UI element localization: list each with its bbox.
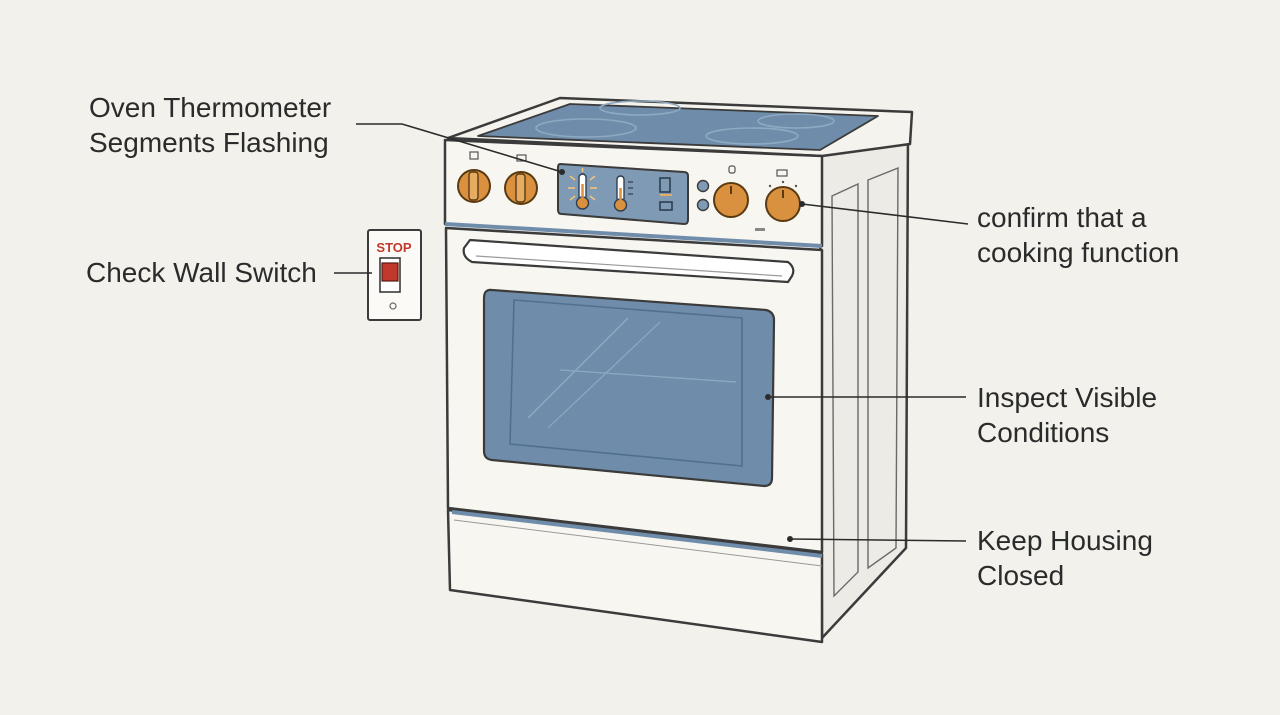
cooking-function-knob[interactable] bbox=[765, 186, 801, 222]
flashing-thermometer-icon bbox=[568, 168, 597, 210]
storage-drawer bbox=[446, 508, 824, 644]
callout-line: Oven Thermometer bbox=[89, 92, 332, 123]
callout-cooking-function: confirm that a cooking function bbox=[977, 200, 1179, 270]
thermometer-display bbox=[557, 162, 689, 226]
burner-back-left bbox=[599, 100, 681, 116]
stop-label: STOP bbox=[376, 240, 411, 255]
wall-switch[interactable]: STOP bbox=[367, 229, 422, 321]
knob-left-1[interactable] bbox=[457, 169, 491, 203]
callout-line: Check Wall Switch bbox=[86, 257, 317, 288]
knob-scale-label bbox=[755, 228, 765, 231]
callout-line: Inspect Visible bbox=[977, 382, 1158, 413]
callout-line: Keep Housing bbox=[977, 525, 1153, 556]
callout-oven-thermometer: Oven Thermometer Segments Flashing bbox=[89, 90, 331, 160]
callout-line: cooking function bbox=[977, 237, 1180, 268]
burner-back-right bbox=[757, 113, 835, 129]
callout-line: Segments Flashing bbox=[89, 127, 329, 158]
callout-line: Conditions bbox=[977, 417, 1110, 448]
callout-line: confirm that a bbox=[977, 202, 1147, 233]
mode-indicator-icon bbox=[776, 169, 788, 177]
burner-front-right bbox=[705, 127, 799, 145]
callout-wall-switch: Check Wall Switch bbox=[86, 255, 317, 290]
leader-housing bbox=[789, 538, 967, 542]
oven-function-knob[interactable] bbox=[713, 182, 749, 218]
thermometer-icon bbox=[613, 175, 633, 212]
leader-dots bbox=[559, 169, 805, 542]
burner-front-left bbox=[535, 118, 637, 138]
panel-button-lower[interactable] bbox=[696, 198, 710, 212]
callout-line: Closed bbox=[977, 560, 1065, 591]
oven-window bbox=[482, 288, 776, 488]
leader-oven-thermometer bbox=[356, 123, 563, 173]
knob-tick-marks bbox=[768, 180, 798, 188]
leader-cooking-function bbox=[801, 203, 969, 225]
segment-digit bbox=[659, 177, 673, 211]
cooktop bbox=[446, 96, 914, 158]
leader-lines bbox=[334, 123, 969, 542]
oven-door-handle bbox=[462, 238, 795, 284]
callout-housing: Keep Housing Closed bbox=[977, 523, 1153, 593]
callout-visible-conditions: Inspect Visible Conditions bbox=[977, 380, 1157, 450]
bulb-icon bbox=[728, 165, 736, 174]
knob-left-2[interactable] bbox=[504, 171, 538, 205]
burner-indicator-icon bbox=[469, 151, 479, 160]
panel-button-upper[interactable] bbox=[696, 179, 710, 193]
